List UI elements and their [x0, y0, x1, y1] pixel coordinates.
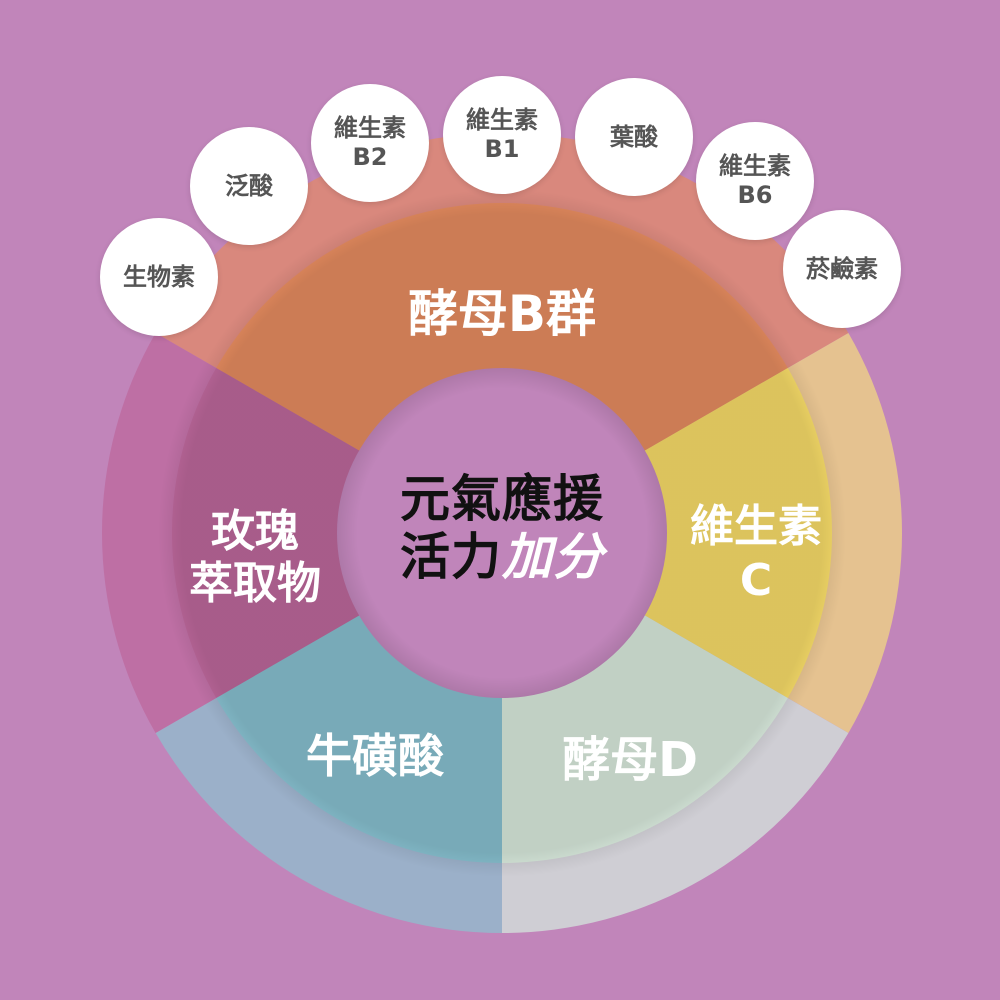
bubble-niacin: 菸鹼素 [783, 210, 901, 328]
bubble-sublabel: B2 [352, 143, 388, 171]
center-title-line1: 元氣應援 [400, 470, 604, 528]
segment-label-rose-extract: 玫瑰 萃取物 [170, 506, 340, 610]
segment-label-vitamin-c: 維生素 C [676, 500, 836, 608]
bubble-sublabel: B6 [737, 181, 773, 209]
segment-label-rose-extract-line2: 萃取物 [189, 558, 321, 609]
bubble-biotin: 生物素 [100, 218, 218, 336]
segment-label-vitamin-c-line1: 維生素 [690, 501, 822, 552]
bubble-folic-acid: 葉酸 [575, 78, 693, 196]
bubble-pantothenic-acid: 泛酸 [190, 127, 308, 245]
segment-label-rose-extract-line1: 玫瑰 [211, 506, 299, 557]
center-title-line2-prefix: 活力 [400, 528, 502, 586]
center-title: 元氣應援 活力加分 [352, 470, 652, 586]
center-title-line2: 活力加分 [352, 528, 652, 586]
segment-label-yeast-d: 酵母D [562, 732, 698, 788]
bubble-vitamin-b1: 維生素 B1 [443, 76, 561, 194]
bubble-label: 維生素 [466, 106, 538, 134]
bubble-label: 泛酸 [225, 171, 273, 200]
bubble-label: 維生素 [719, 152, 791, 180]
bubble-sublabel: B1 [484, 135, 520, 163]
bubble-vitamin-b6: 維生素 B6 [696, 122, 814, 240]
bubble-vitamin-b2: 維生素 B2 [311, 84, 429, 202]
bubble-label: 菸鹼素 [806, 254, 878, 283]
bubble-label: 生物素 [123, 262, 195, 291]
center-circle-shade [337, 368, 667, 698]
bubble-label: 葉酸 [610, 122, 658, 151]
center-title-line2-accent: 加分 [502, 528, 604, 586]
segment-label-vitamin-c-line2: C [739, 555, 773, 606]
segment-label-yeast-b: 酵母B群 [407, 285, 597, 343]
segment-label-taurine: 牛磺酸 [306, 729, 444, 783]
bubble-label: 維生素 [334, 114, 406, 142]
